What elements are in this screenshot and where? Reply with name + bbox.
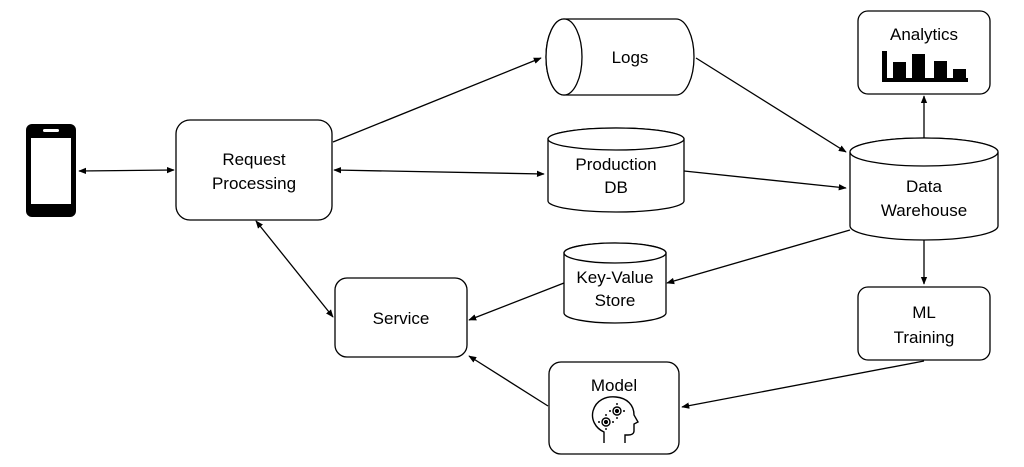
production-db-label-line1: Production bbox=[575, 155, 656, 174]
edge-model-service bbox=[468, 355, 549, 407]
ml-training-label-line1: ML bbox=[912, 303, 936, 322]
data-warehouse-label-line2: Warehouse bbox=[881, 201, 967, 220]
key-value-store-label-line2: Store bbox=[595, 291, 636, 310]
edge-data-warehouse-key-value-store bbox=[666, 229, 851, 285]
logs-cylinder-end bbox=[545, 18, 583, 96]
edge-phone-request-processing bbox=[78, 166, 175, 175]
edge-production-db-data-warehouse bbox=[683, 170, 847, 191]
service-node: Service bbox=[334, 277, 468, 358]
edge-key-value-store-service bbox=[468, 282, 565, 321]
logs-node: Logs bbox=[545, 18, 695, 96]
edge-request-processing-service bbox=[255, 220, 334, 318]
logs-label: Logs bbox=[612, 48, 649, 67]
request-processing-label-line2: Processing bbox=[212, 174, 296, 193]
data-warehouse-cylinder-top bbox=[849, 137, 999, 167]
key-value-store-node: Key-Value Store bbox=[563, 242, 667, 324]
key-value-store-cylinder-top bbox=[563, 242, 667, 264]
analytics-node: Analytics bbox=[857, 10, 991, 95]
ml-training-node: ML Training bbox=[857, 286, 991, 361]
key-value-store-label-line1: Key-Value bbox=[576, 268, 653, 287]
edge-request-processing-logs bbox=[332, 57, 542, 143]
model-node: Model bbox=[548, 361, 680, 455]
service-label: Service bbox=[373, 309, 430, 328]
request-processing-node: Request Processing bbox=[175, 119, 333, 221]
production-db-label-line2: DB bbox=[604, 178, 628, 197]
analytics-label: Analytics bbox=[890, 25, 958, 44]
production-db-node: Production DB bbox=[547, 127, 685, 213]
model-label: Model bbox=[591, 376, 637, 395]
ml-training-label-line2: Training bbox=[894, 328, 955, 347]
edge-request-processing-production-db bbox=[333, 166, 545, 178]
head-gears-icon bbox=[591, 396, 639, 443]
bar-chart-icon bbox=[882, 51, 968, 82]
edge-ml-training-model bbox=[681, 360, 925, 409]
data-warehouse-label-line1: Data bbox=[906, 177, 942, 196]
edge-logs-data-warehouse bbox=[695, 57, 847, 153]
request-processing-label-line1: Request bbox=[222, 150, 286, 169]
data-warehouse-node: Data Warehouse bbox=[849, 137, 999, 241]
smartphone-icon bbox=[26, 124, 76, 217]
production-db-cylinder-top bbox=[547, 127, 685, 151]
